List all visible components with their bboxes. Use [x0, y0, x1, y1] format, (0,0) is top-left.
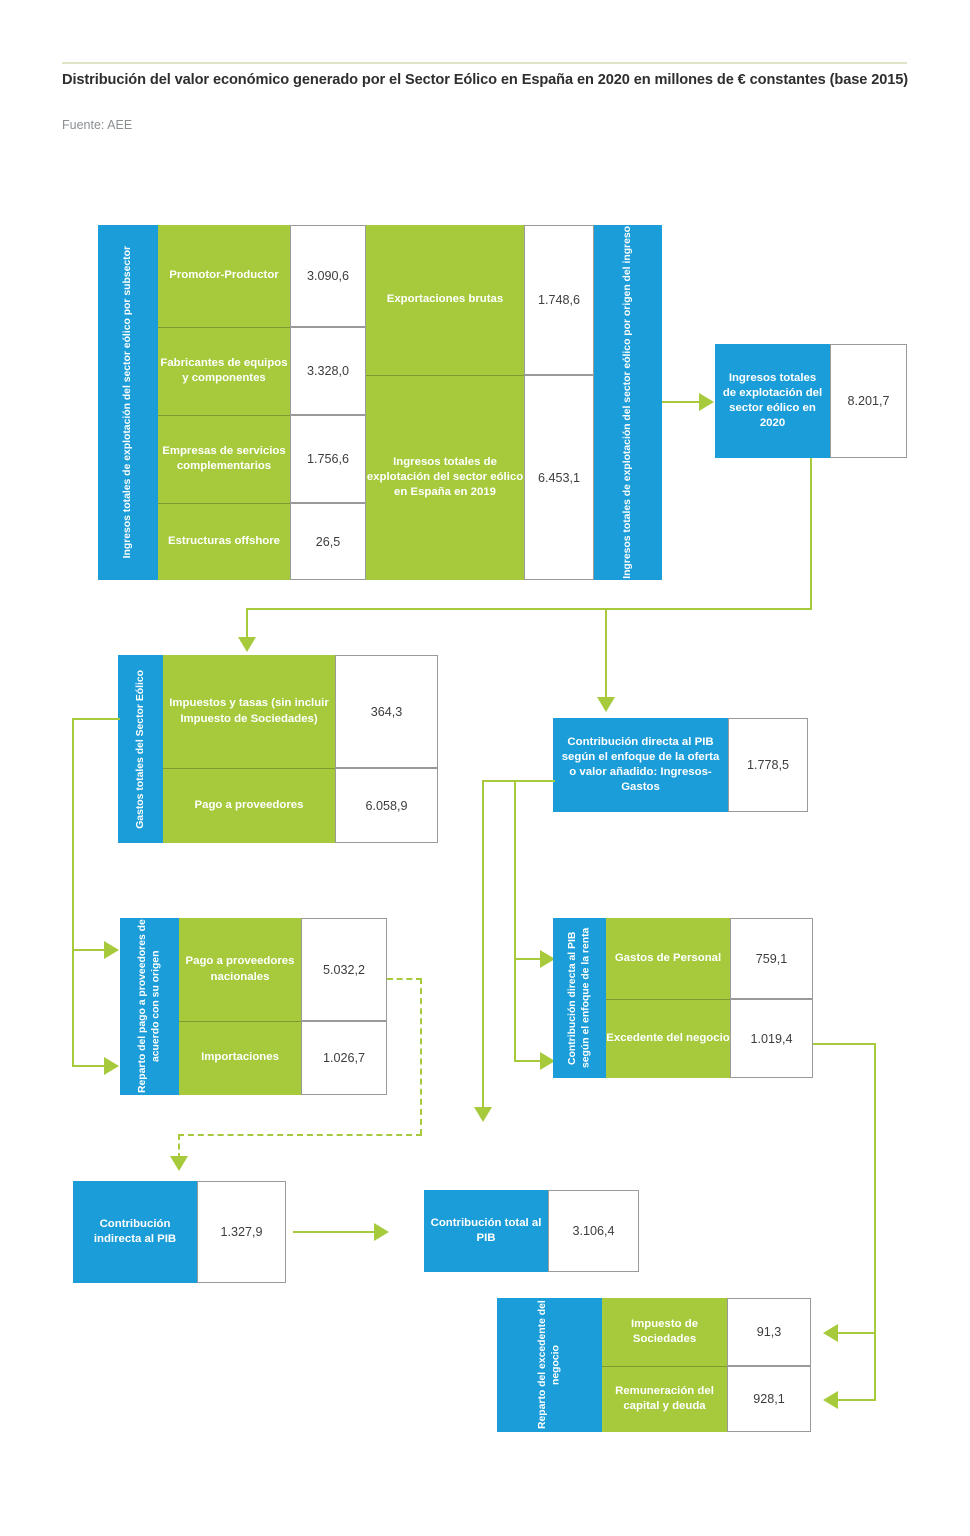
value-importaciones: 1.026,7: [301, 1021, 387, 1095]
node-pib-indirecta: Contribución indirecta al PIB 1.327,9: [73, 1181, 286, 1283]
value-gastos-personal: 759,1: [730, 918, 813, 999]
edge-dashed-left: [178, 1134, 422, 1136]
row-divider: [606, 999, 730, 1000]
value-pib-total: 3.106,4: [548, 1190, 639, 1272]
label-pib-total: Contribución total al PIB: [424, 1190, 548, 1272]
edge-to-excedente: [514, 1060, 545, 1063]
node-pib-total: Contribución total al PIB 3.106,4: [424, 1190, 639, 1272]
row-ingresos-2019: Ingresos totales de explotación del sect…: [366, 375, 524, 580]
source-label: Fuente: AEE: [62, 118, 133, 132]
edge-excedente-down: [874, 1043, 877, 1401]
edge-arrowhead: [597, 697, 615, 712]
row-divider: [158, 503, 290, 504]
value-ingresos-totales-2020: 8.201,7: [830, 344, 907, 458]
row-exportaciones-brutas: Exportaciones brutas: [366, 225, 524, 375]
value-pib-indirecta: 1.327,9: [197, 1181, 286, 1283]
edge-ingresos-to-total: [662, 401, 702, 404]
edge-to-importaciones: [72, 1065, 110, 1068]
edge-arrowhead: [823, 1391, 838, 1409]
edge-arrowhead: [238, 637, 256, 652]
edge-dashed-down2: [178, 1134, 180, 1159]
edge-excedente-right: [813, 1043, 876, 1046]
value-pago-proveedores: 6.058,9: [335, 768, 438, 843]
value-exportaciones-brutas: 1.748,6: [524, 225, 594, 375]
row-excedente-negocio: Excedente del negocio: [606, 999, 730, 1078]
label-gastos-totales: Gastos totales del Sector Eólico: [118, 655, 163, 843]
edge-arrowhead: [374, 1223, 389, 1241]
value-ingresos-2019: 6.453,1: [524, 375, 594, 580]
node-ingresos-totales-2020: Ingresos totales de explotación del sect…: [715, 344, 907, 458]
label-ingresos-totales-2020: Ingresos totales de explotación del sect…: [715, 344, 830, 458]
row-divider: [158, 327, 290, 328]
edge-arrowhead: [699, 393, 714, 411]
label-reparto-excedente: Reparto del excedente del negocio: [497, 1298, 602, 1432]
node-pib-oferta: Contribución directa al PIB según el enf…: [553, 718, 808, 812]
edge-dashed-right: [387, 978, 422, 980]
header-rule: [62, 62, 907, 64]
row-estructuras-offshore: Estructuras offshore: [158, 503, 290, 580]
edge-arrowhead: [104, 941, 119, 959]
node-reparto-pago-proveedores: Reparto del pago a proveedores de acuerd…: [120, 918, 387, 1095]
edge-total-left: [246, 608, 812, 611]
edge-arrowhead: [540, 1052, 555, 1070]
value-promotor-productor: 3.090,6: [290, 225, 366, 327]
edge-gastos-down: [72, 718, 75, 1067]
row-divider: [179, 1021, 301, 1022]
label-ingresos-por-origen: Ingresos totales de explotación del sect…: [594, 225, 662, 580]
edge-arrowhead: [540, 950, 555, 968]
row-impuestos-tasas: Impuestos y tasas (sin incluir Impuesto …: [163, 655, 335, 768]
value-excedente-negocio: 1.019,4: [730, 999, 813, 1078]
edge-indirecta-to-total: [293, 1231, 377, 1234]
edge-arrowhead: [474, 1107, 492, 1122]
label-pib-renta: Contribución directa al PIB según el enf…: [553, 918, 606, 1078]
value-fabricantes-equipos: 3.328,0: [290, 327, 366, 415]
edge-to-pib-oferta: [605, 608, 608, 700]
row-divider: [602, 1366, 727, 1367]
row-fabricantes-equipos: Fabricantes de equipos y componentes: [158, 327, 290, 415]
value-remuneracion-capital: 928,1: [727, 1366, 811, 1432]
row-importaciones: Importaciones: [179, 1021, 301, 1095]
edge-dashed-down: [420, 978, 422, 1135]
edge-to-impuesto-sociedades: [838, 1332, 876, 1335]
row-divider: [163, 768, 335, 769]
row-empresas-servicios: Empresas de servicios complementarios: [158, 415, 290, 503]
label-pib-oferta: Contribución directa al PIB según el enf…: [553, 718, 728, 812]
edge-pib-oferta-left: [482, 780, 555, 783]
edge-to-pago-nacionales: [72, 949, 110, 952]
row-pago-proveedores-nacionales: Pago a proveedores nacionales: [179, 918, 301, 1021]
edge-arrowhead: [823, 1324, 838, 1342]
edge-pib-oferta-to-total: [482, 780, 485, 1110]
label-ingresos-por-subsector: Ingresos totales de explotación del sect…: [98, 225, 158, 580]
node-reparto-excedente: Reparto del excedente del negocio Impues…: [497, 1298, 811, 1432]
value-impuestos-tasas: 364,3: [335, 655, 438, 768]
value-pib-oferta: 1.778,5: [728, 718, 808, 812]
edge-gastos-left: [72, 718, 120, 721]
edge-total-down: [810, 458, 813, 610]
row-remuneracion-capital: Remuneración del capital y deuda: [602, 1366, 727, 1432]
label-pib-indirecta: Contribución indirecta al PIB: [73, 1181, 197, 1283]
node-ingresos-explotacion: Ingresos totales de explotación del sect…: [98, 225, 662, 580]
value-impuesto-sociedades: 91,3: [727, 1298, 811, 1366]
edge-to-gastos: [246, 608, 249, 640]
page-title: Distribución del valor económico generad…: [62, 72, 909, 88]
row-pago-proveedores: Pago a proveedores: [163, 768, 335, 843]
node-pib-renta: Contribución directa al PIB según el enf…: [553, 918, 813, 1078]
edge-arrowhead: [104, 1057, 119, 1075]
edge-pib-oferta-to-renta: [514, 780, 517, 1062]
row-divider: [158, 415, 290, 416]
value-estructuras-offshore: 26,5: [290, 503, 366, 580]
edge-arrowhead: [170, 1156, 188, 1171]
edge-to-remuneracion: [838, 1399, 876, 1402]
edge-to-gastos-personal: [514, 958, 545, 961]
value-empresas-servicios: 1.756,6: [290, 415, 366, 503]
node-gastos-totales: Gastos totales del Sector Eólico Impuest…: [118, 655, 438, 843]
row-promotor-productor: Promotor-Productor: [158, 225, 290, 327]
row-divider: [366, 375, 524, 376]
value-pago-proveedores-nacionales: 5.032,2: [301, 918, 387, 1021]
row-gastos-personal: Gastos de Personal: [606, 918, 730, 999]
label-reparto-pago: Reparto del pago a proveedores de acuerd…: [120, 918, 179, 1095]
row-impuesto-sociedades: Impuesto de Sociedades: [602, 1298, 727, 1366]
